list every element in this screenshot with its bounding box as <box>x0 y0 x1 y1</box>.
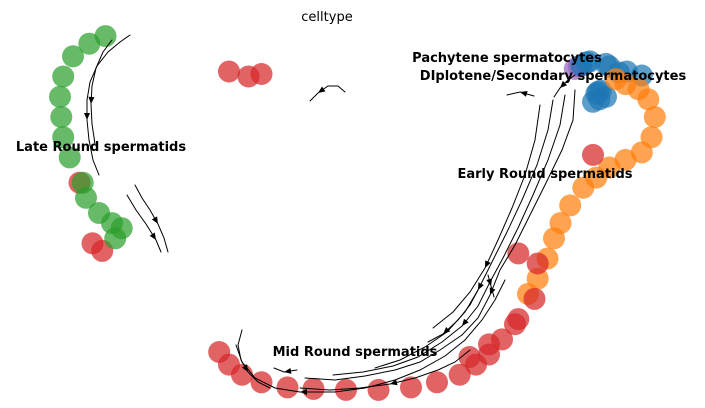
data-point <box>523 287 546 310</box>
streamline <box>126 194 162 253</box>
data-point <box>104 227 127 250</box>
streamline <box>506 91 535 97</box>
streamline-arrow <box>88 96 95 104</box>
data-point <box>49 85 71 108</box>
data-point <box>507 242 530 265</box>
label-diplotene-secondary-spermatocytes: DIplotene/Secondary spermatocytes <box>420 69 687 84</box>
streamline <box>309 85 346 102</box>
streamline <box>86 34 131 176</box>
data-point <box>52 65 75 88</box>
data-point <box>543 227 565 250</box>
streamline <box>134 184 169 253</box>
label-early-round-spermatids: Early Round spermatids <box>457 167 632 182</box>
data-point <box>448 363 471 386</box>
data-point <box>50 106 73 128</box>
data-point <box>208 341 231 363</box>
data-point <box>504 313 526 336</box>
streamline-arrow <box>560 80 568 88</box>
data-point <box>58 146 81 169</box>
streamline-arrow <box>486 278 493 286</box>
streamline <box>90 39 113 145</box>
data-point <box>75 186 97 209</box>
streamline-arrow <box>318 86 326 93</box>
streamlines-layer <box>84 34 576 395</box>
streamline-arrow <box>284 368 292 374</box>
data-point <box>250 63 273 85</box>
data-point <box>62 45 84 68</box>
streamline <box>235 279 506 393</box>
label-mid-round-spermatids: Mid Round spermatids <box>273 345 438 360</box>
streamline-arrow <box>462 318 469 326</box>
data-point <box>578 50 601 73</box>
streamline <box>427 289 479 343</box>
data-point <box>526 252 549 275</box>
streamline-arrow <box>443 327 451 334</box>
streamline <box>304 89 576 381</box>
data-point <box>218 60 240 83</box>
streamline-arrow <box>520 91 528 97</box>
streamline <box>332 94 566 376</box>
streamline-arrow <box>151 216 158 224</box>
streamline-arrow <box>478 282 484 290</box>
data-point <box>276 376 299 399</box>
series-early-round-spermatids <box>517 68 666 305</box>
series-late-round-spermatids <box>49 25 133 250</box>
data-point <box>559 194 582 217</box>
streamline-arrow <box>149 232 156 240</box>
label-pachytene-spermatocytes: Pachytene spermatocytes <box>412 51 602 66</box>
streamline-arrow <box>390 379 398 386</box>
data-point <box>572 176 595 199</box>
series-mid-round-spermatids <box>68 60 604 401</box>
streamline-arrow <box>84 113 90 120</box>
streamline <box>374 99 554 369</box>
data-point <box>250 371 273 394</box>
streamline-arrow <box>300 389 307 395</box>
data-point <box>426 371 448 394</box>
points-layer <box>49 25 666 401</box>
data-point <box>78 32 101 55</box>
streamline <box>299 349 471 391</box>
data-point <box>335 378 357 401</box>
data-point <box>458 346 481 368</box>
streamline-arrow <box>485 260 491 268</box>
data-point <box>582 143 604 166</box>
plot-title: celltype <box>301 10 352 25</box>
data-point <box>52 126 75 149</box>
label-late-round-spermatids: Late Round spermatids <box>16 140 186 155</box>
data-point <box>400 376 422 399</box>
streamline-arrow <box>241 364 248 372</box>
data-point <box>637 88 660 111</box>
streamline <box>432 104 541 329</box>
cluster-labels-layer: Pachytene spermatocytes DIplotene/Second… <box>16 51 687 360</box>
data-point <box>643 106 666 128</box>
data-point <box>478 333 500 356</box>
data-point <box>595 85 617 108</box>
